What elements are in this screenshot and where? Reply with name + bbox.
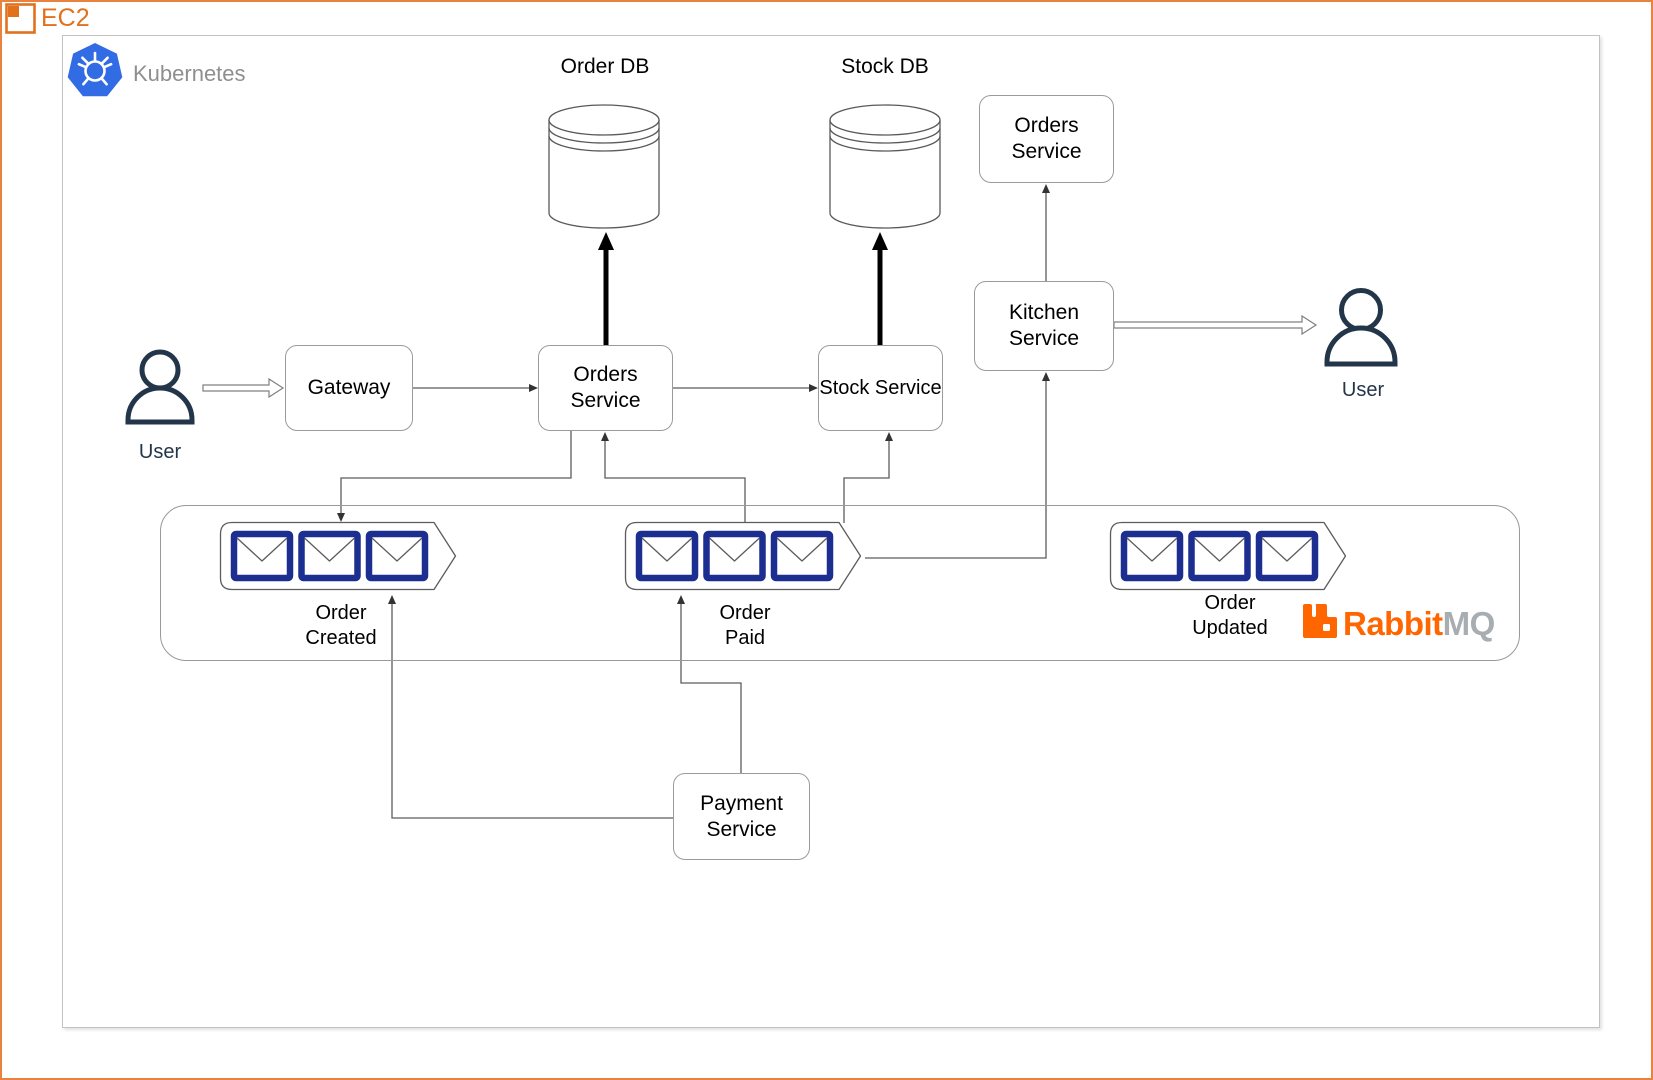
orders-service-node: Orders Service <box>538 345 673 431</box>
rabbitmq-container <box>160 505 1520 661</box>
stock-db-label: Stock DB <box>841 55 929 78</box>
order-created-label: Order Created <box>305 602 377 649</box>
rabbitmq-name-primary: Rabbit <box>1343 604 1443 642</box>
rabbitmq-logo: RabbitMQ <box>1301 602 1495 645</box>
edge-orderpaid-kitchen <box>865 372 1050 559</box>
edge-payment-orderpaid <box>677 595 742 773</box>
order-db-label: Order DB <box>560 55 650 78</box>
ec2-label: EC2 <box>41 4 90 32</box>
user-left-label: User <box>138 441 182 463</box>
user-icon-right <box>1324 288 1398 367</box>
ec2-chip: EC2 <box>5 3 90 39</box>
kubernetes-cluster: Kubernetes <box>62 35 1600 1028</box>
kubernetes-icon <box>67 42 123 105</box>
edge-user-gateway <box>202 377 285 399</box>
rabbitmq-name-secondary: MQ <box>1442 604 1496 642</box>
stock-db-icon <box>829 104 941 229</box>
edge-orderpaid-orders <box>601 432 746 522</box>
edge-orders-orderdb <box>598 232 614 345</box>
user-icon-left <box>125 349 195 425</box>
order-db-icon <box>548 104 660 229</box>
orders-service-top-node: Orders Service <box>979 95 1114 183</box>
edge-kitchen-user <box>1113 314 1318 336</box>
edge-gateway-orders <box>413 384 538 392</box>
connector-layer <box>202 104 1599 819</box>
edge-kitchen-orderstop <box>1042 184 1050 281</box>
edge-orders-ordercreated <box>337 431 572 522</box>
ec2-icon <box>5 3 36 39</box>
edge-orders-stock <box>673 384 818 392</box>
stock-service-node: Stock Service <box>818 345 943 431</box>
order-updated-label: Order Updated <box>1192 592 1268 639</box>
kubernetes-logo: Kubernetes <box>67 42 246 105</box>
gateway-node: Gateway <box>285 345 413 431</box>
edge-stock-stockdb <box>872 232 888 345</box>
payment-service-node: Payment Service <box>673 773 810 860</box>
rabbitmq-icon <box>1301 602 1339 645</box>
order-paid-label: Order Paid <box>719 602 771 649</box>
kubernetes-label: Kubernetes <box>133 60 246 86</box>
user-right-label: User <box>1341 379 1385 401</box>
edge-payment-ordercreated <box>388 595 673 819</box>
edge-orderpaid-stock <box>843 432 893 523</box>
kitchen-service-node: Kitchen Service <box>974 281 1114 371</box>
